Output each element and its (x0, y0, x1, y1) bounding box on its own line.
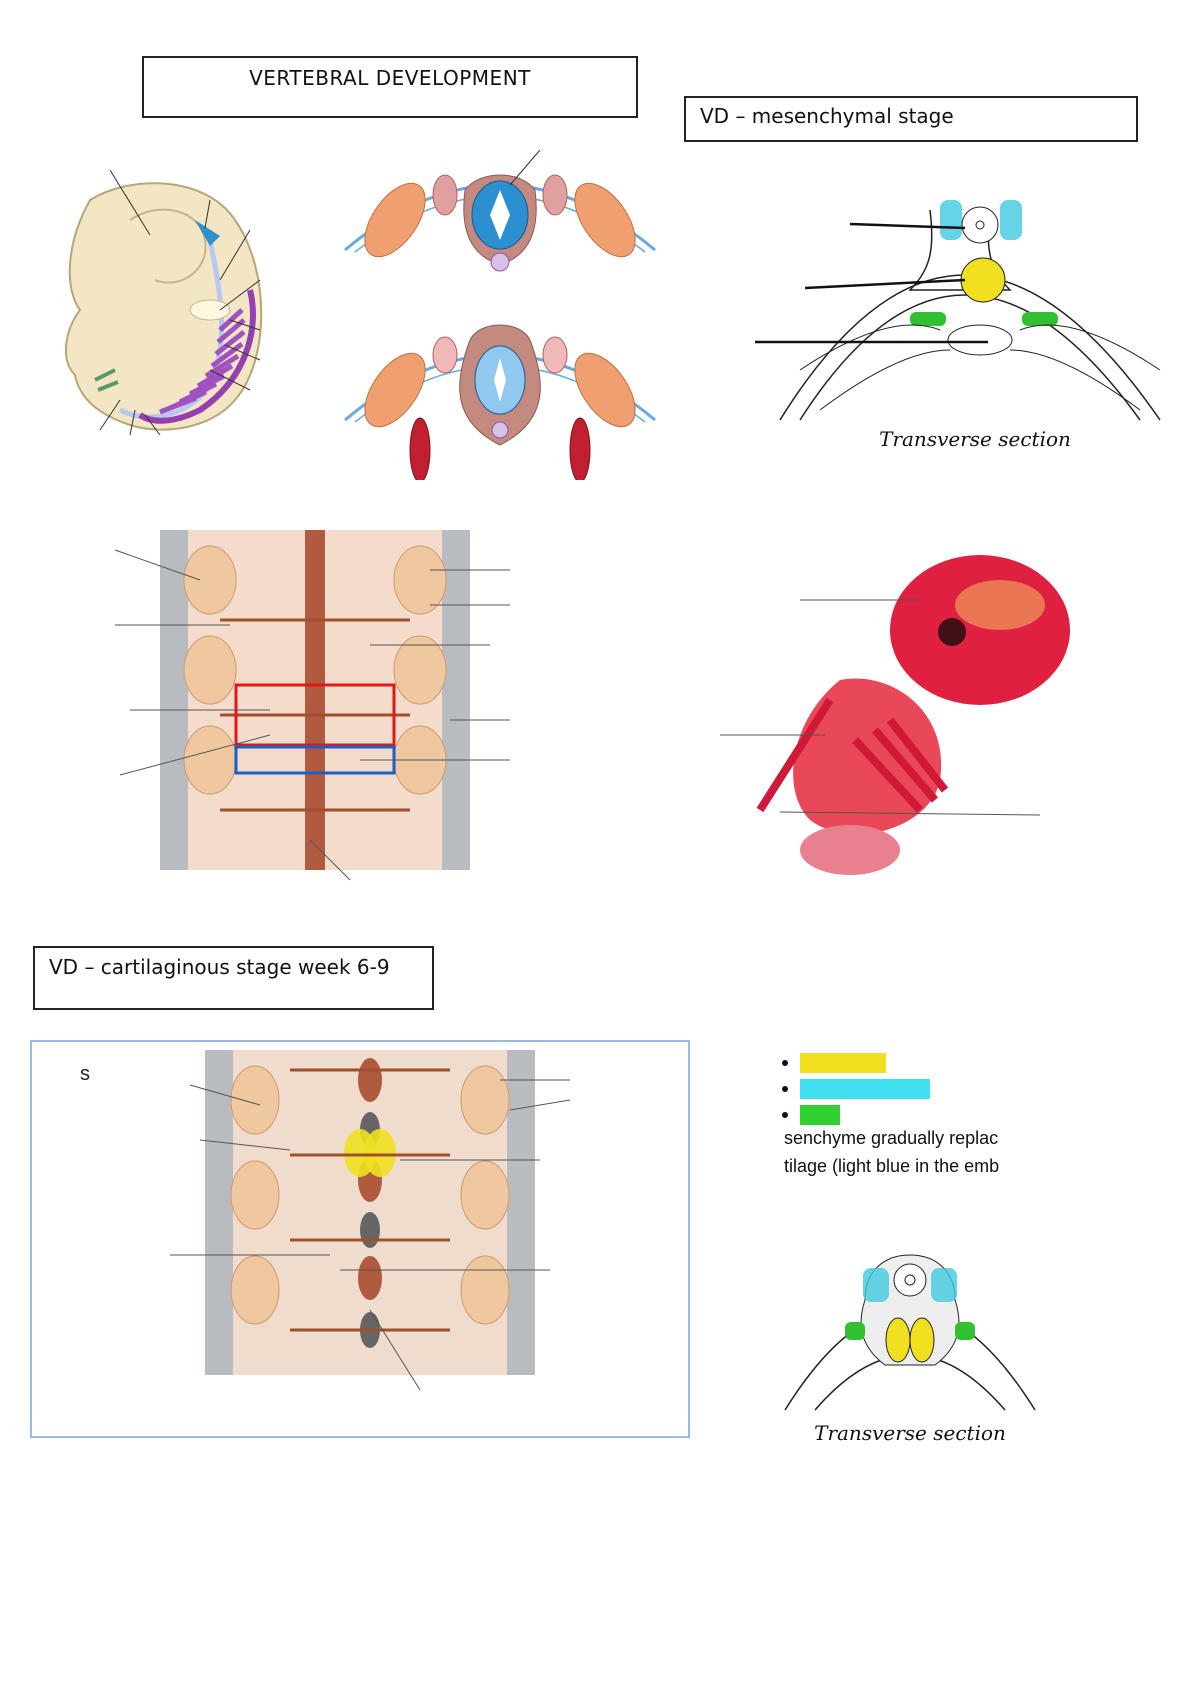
cartilaginous-transverse-section: Transverse section (784, 1254, 1036, 1445)
legend-item-green (782, 1102, 930, 1128)
mesenchymal-stage-heading: VD – mesenchymal stage (684, 96, 1138, 142)
legend-item-yellow (782, 1050, 930, 1076)
page-title: VERTEBRAL DEVELOPMENT (142, 56, 638, 118)
color-legend-list (782, 1050, 930, 1128)
partial-text-line-1: senchyme gradually replac (784, 1128, 999, 1148)
embryo-side-view-figure (64, 169, 263, 436)
legend-item-cyan (782, 1076, 930, 1102)
stray-label: s (80, 1063, 90, 1085)
cross-section-diagrams (344, 149, 656, 480)
cross-section-upper (344, 149, 656, 272)
stained-fetus-photo (720, 555, 1070, 875)
partial-text-line-2: tilage (light blue in the emb (784, 1156, 1000, 1176)
cartilaginous-stage-heading: VD – cartilaginous stage week 6-9 (33, 946, 434, 1010)
cross-section-lower (344, 324, 656, 480)
longitudinal-section-cartilaginous: s (30, 1040, 690, 1438)
longitudinal-section-mesenchymal (114, 530, 510, 881)
transverse-caption-bottom: Transverse section (814, 1421, 1006, 1445)
transverse-caption-top: Transverse section (879, 427, 1071, 451)
mesenchymal-transverse-section: Transverse section (755, 200, 1161, 451)
